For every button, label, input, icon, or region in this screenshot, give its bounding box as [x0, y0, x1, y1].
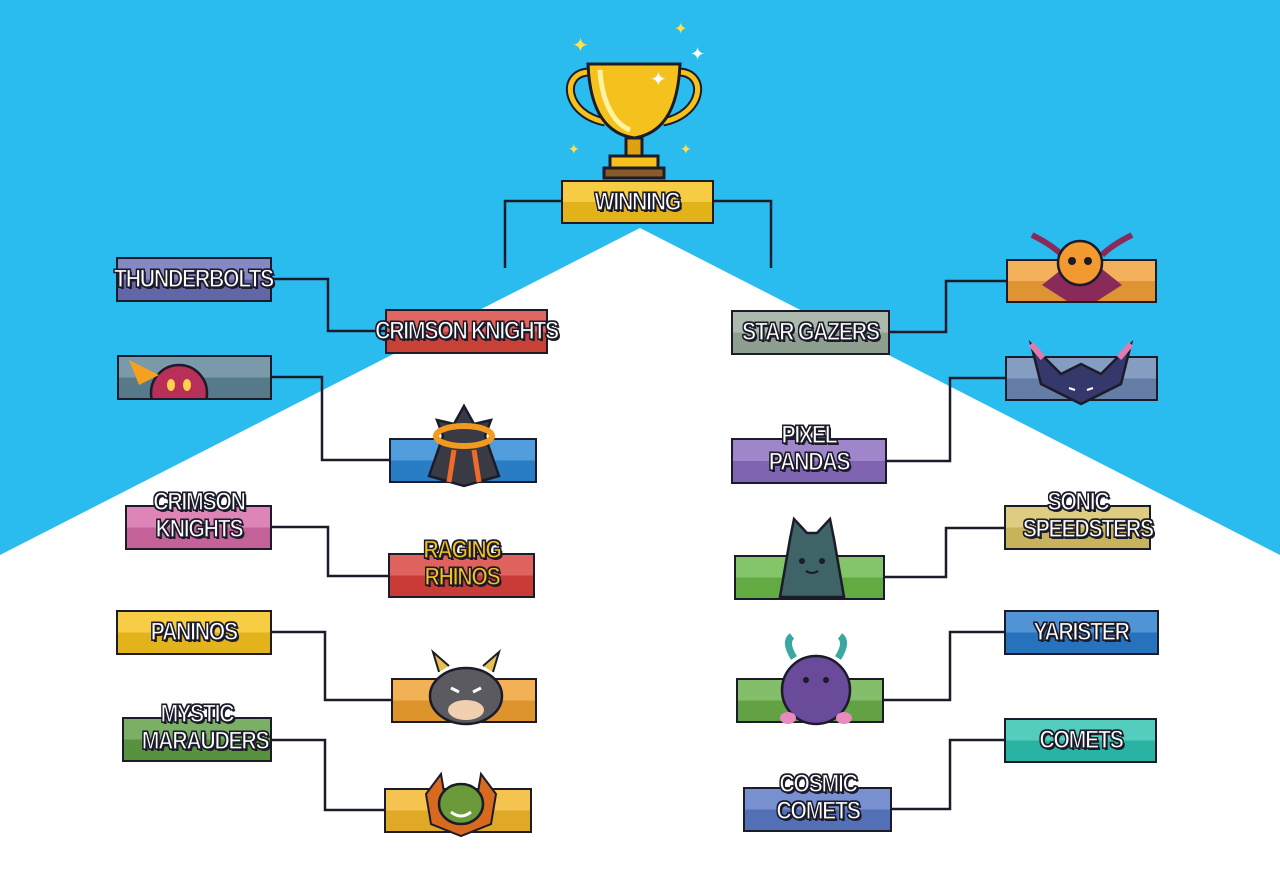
team-label: MYSTIC MARAUDERS — [141, 699, 270, 755]
sparkle-icon: ✦ — [680, 141, 692, 157]
connector — [890, 279, 1006, 334]
team-slot-mascot[interactable] — [389, 403, 537, 488]
trophy-icon: ✦ ✦ ✦ ✦ ✦ ✦ — [565, 21, 705, 180]
team-slot-sonic-speedsters[interactable]: SONIC SPEEDSTERS — [1004, 487, 1154, 550]
team-label: PANINOS — [150, 618, 239, 646]
team-slot-paninos[interactable]: PANINOS — [116, 610, 272, 655]
team-slot-mascot[interactable] — [1005, 339, 1158, 406]
connector — [892, 738, 1004, 811]
team-slot-star-gazers[interactable]: STAR GAZERS — [731, 310, 890, 355]
team-slot-mascot[interactable] — [391, 648, 537, 726]
team-slot-thunderbolts[interactable]: THUNDERBOLTS — [114, 257, 275, 302]
team-label: PIXEL PANDAS — [768, 421, 851, 476]
purple-horned-monster-icon — [780, 633, 852, 726]
orange-fox-monster-icon — [1030, 232, 1134, 301]
final-winner-box[interactable]: WINNING — [561, 180, 714, 224]
team-slot-mascot[interactable] — [117, 355, 272, 400]
team-label: COMETS — [1038, 726, 1124, 754]
team-label: STAR GAZERS — [742, 318, 881, 346]
teal-cat-monster-icon — [778, 516, 846, 599]
connector — [272, 525, 388, 578]
connector — [885, 526, 1004, 579]
team-slot-mystic-marauders[interactable]: MYSTIC MARAUDERS — [122, 699, 272, 762]
sparkle-icon: ✦ — [690, 44, 705, 64]
team-slot-mascot[interactable] — [736, 633, 884, 726]
connector — [272, 630, 391, 702]
team-label: CRIMSON KNIGHTS — [152, 487, 246, 543]
team-slot-crimson-knights-r2[interactable]: CRIMSON KNIGHTS — [375, 309, 560, 354]
team-slot-raging-rhinos[interactable]: RAGING RHINOS — [388, 535, 535, 598]
sparkle-icon: ✦ — [568, 141, 580, 157]
team-slot-cosmic-comets[interactable]: COSMIC COMETS — [743, 769, 892, 832]
sparkle-icon: ✦ — [650, 69, 667, 91]
sparkle-icon: ✦ — [674, 21, 687, 38]
connector — [887, 376, 1005, 463]
sparkle-icon: ✦ — [572, 35, 589, 57]
team-label: YARISTER — [1033, 618, 1131, 646]
team-label: WINNING — [594, 187, 682, 216]
navy-bat-monster-icon — [1028, 339, 1134, 406]
connector — [272, 277, 385, 333]
team-label: RAGING RHINOS — [422, 535, 502, 591]
team-slot-crimson-knights[interactable]: CRIMSON KNIGHTS — [125, 487, 272, 550]
team-slot-mascot[interactable] — [1006, 232, 1157, 303]
connector — [503, 199, 561, 268]
dark-hooded-monster-icon — [427, 403, 501, 488]
team-label: COSMIC COMETS — [775, 769, 861, 825]
team-slot-mascot[interactable] — [734, 516, 885, 600]
team-label: CRIMSON KNIGHTS — [375, 317, 560, 345]
connector — [271, 375, 389, 462]
team-slot-mascot[interactable] — [384, 771, 532, 838]
team-slot-yarister[interactable]: YARISTER — [1004, 610, 1159, 655]
team-label: SONIC SPEEDSTERS — [1022, 487, 1154, 543]
connector — [272, 738, 384, 812]
green-leaf-monster-icon — [424, 771, 498, 838]
white-mountain-backdrop — [0, 228, 1280, 896]
horned-gray-monster-icon — [428, 648, 504, 726]
red-spider-monster-icon — [129, 360, 209, 398]
team-label: THUNDERBOLTS — [114, 265, 275, 293]
connector — [713, 199, 773, 268]
team-slot-comets[interactable]: COMETS — [1004, 718, 1157, 763]
connector — [884, 630, 1004, 702]
team-slot-pixel-pandas[interactable]: PIXEL PANDAS — [731, 421, 887, 484]
